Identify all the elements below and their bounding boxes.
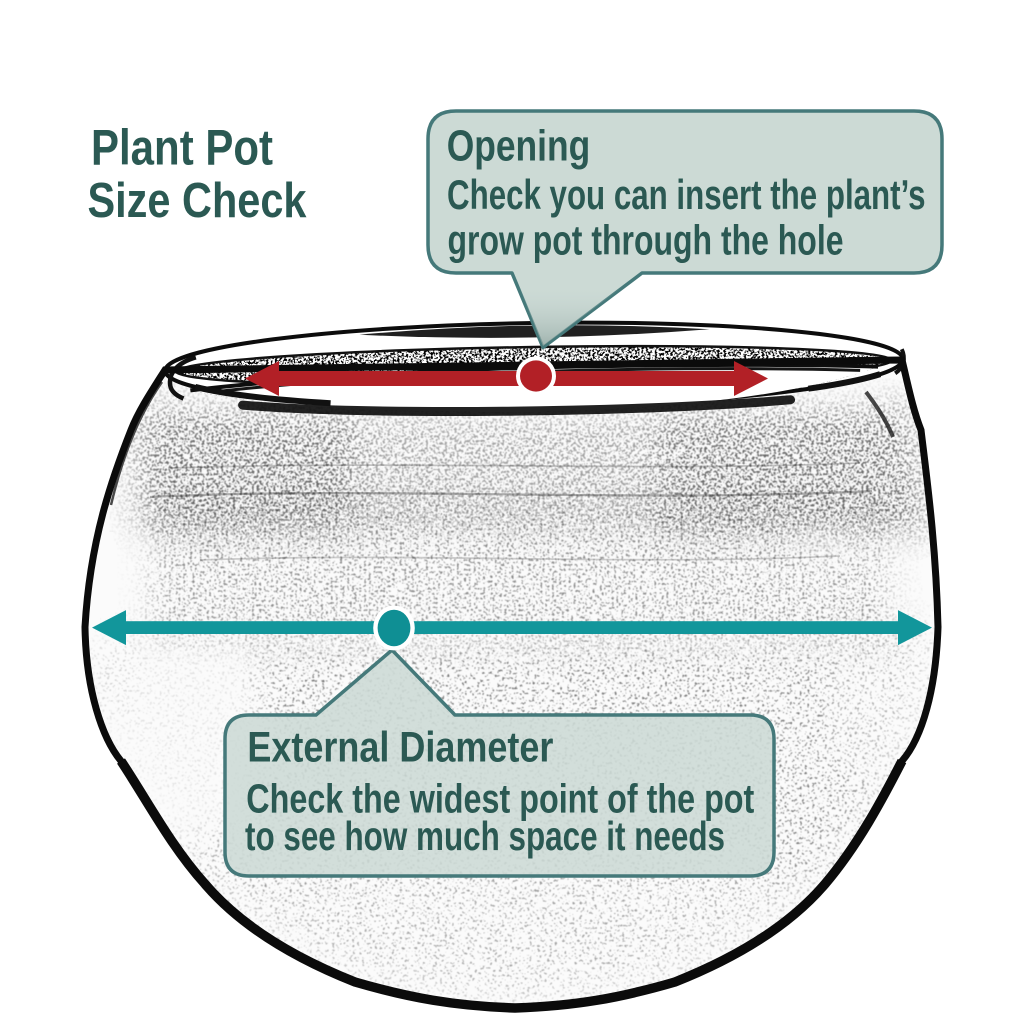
svg-text:Opening: Opening: [447, 122, 591, 171]
svg-text:Check you can insert the plant: Check you can insert the plant’s: [447, 171, 926, 218]
svg-text:External Diameter: External Diameter: [247, 724, 553, 772]
svg-text:Size Check: Size Check: [88, 174, 308, 228]
svg-text:grow pot through the hole: grow pot through the hole: [448, 217, 844, 264]
svg-text:Check the widest point of the: Check the widest point of the pot: [246, 776, 754, 822]
svg-text:Plant Pot: Plant Pot: [91, 120, 273, 176]
svg-text:to see how much space it needs: to see how much space it needs: [245, 813, 725, 859]
